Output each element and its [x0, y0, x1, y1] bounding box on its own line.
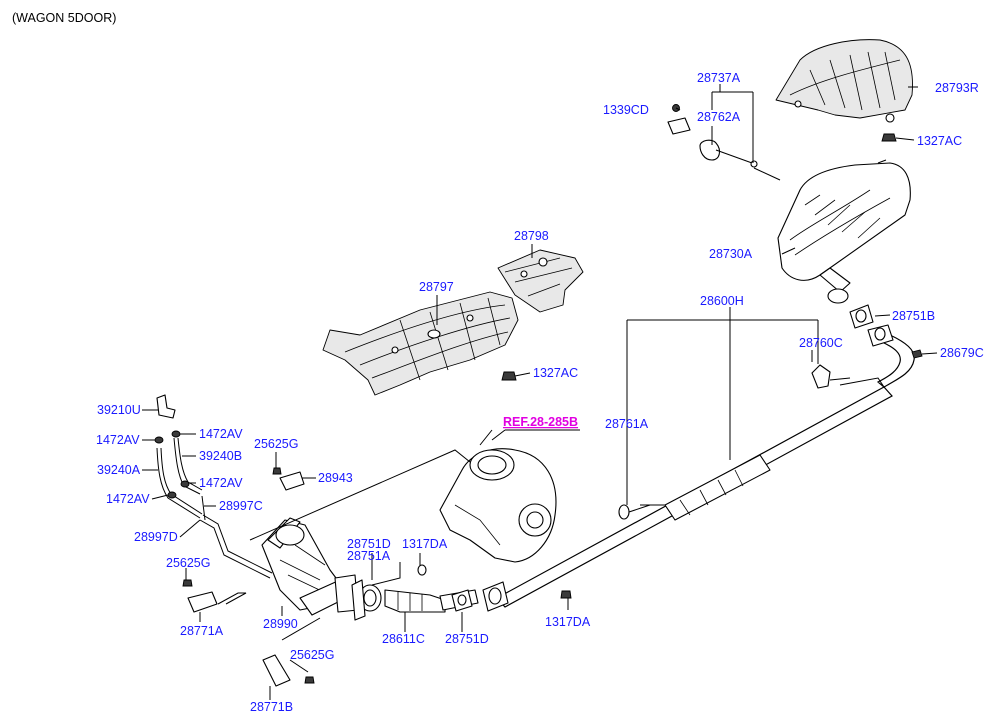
label-ref-28-285B[interactable]: REF.28-285B: [503, 415, 578, 429]
nut-1317DA-rear[interactable]: [560, 590, 572, 599]
label-1317DA-1[interactable]: 1317DA: [402, 537, 448, 551]
label-28797[interactable]: 28797: [419, 280, 454, 294]
label-28730A[interactable]: 28730A: [709, 247, 753, 261]
label-1327AC-mid[interactable]: 1327AC: [533, 366, 578, 380]
bolt-25625G-3[interactable]: [304, 676, 315, 684]
label-28760C[interactable]: 28760C: [799, 336, 843, 350]
bolt-1327AC-top[interactable]: [881, 133, 897, 142]
hanger-bracket[interactable]: [667, 117, 781, 181]
bolt-25625G-2[interactable]: [182, 579, 193, 587]
label-28751D-2[interactable]: 28751D: [445, 632, 489, 646]
label-25625G-3[interactable]: 25625G: [290, 648, 334, 662]
label-28737A[interactable]: 28737A: [697, 71, 741, 85]
label-39210U[interactable]: 39210U: [97, 403, 141, 417]
gasket-28751B[interactable]: [849, 304, 874, 329]
rear-muffler[interactable]: [777, 159, 911, 304]
sensor-pipe-28997D[interactable]: [199, 514, 273, 579]
nut-1317DA-front[interactable]: [417, 564, 427, 576]
muffler-heat-shield[interactable]: [775, 39, 913, 123]
main-exhaust-pipe[interactable]: [496, 334, 915, 608]
label-28611C[interactable]: 28611C: [382, 632, 425, 646]
label-28943[interactable]: 28943: [318, 471, 353, 485]
label-28771A[interactable]: 28771A: [180, 624, 224, 638]
label-28798[interactable]: 28798: [514, 229, 549, 243]
label-39240A[interactable]: 39240A: [97, 463, 141, 477]
clamps-1472AV[interactable]: [154, 430, 190, 499]
label-28997C[interactable]: 28997C: [219, 499, 263, 513]
gasket-28751D-front[interactable]: [351, 579, 366, 621]
variant-caption: (WAGON 5DOOR): [12, 11, 116, 25]
label-1472AV-3[interactable]: 1472AV: [199, 476, 243, 490]
rubber-hanger-28761A[interactable]: [618, 504, 651, 520]
label-28751D-1[interactable]: 28751D: [347, 537, 391, 551]
label-1317DA-2[interactable]: 1317DA: [545, 615, 591, 629]
heat-shield-28797[interactable]: [322, 291, 519, 396]
sensor-pipe-28997C[interactable]: [201, 495, 206, 521]
bolt-1327AC-mid[interactable]: [501, 371, 517, 381]
rear-flange-28679C[interactable]: [867, 324, 923, 359]
label-28990[interactable]: 28990: [263, 617, 298, 631]
label-28793R[interactable]: 28793R: [935, 81, 979, 95]
label-28761A[interactable]: 28761A: [605, 417, 649, 431]
catalytic-converter[interactable]: [261, 517, 359, 616]
main-pipe-front-flange[interactable]: [482, 581, 509, 612]
bolt-25625G-1[interactable]: [272, 467, 282, 475]
heat-shield-28798[interactable]: [497, 249, 584, 313]
turbocharger-ref-assembly[interactable]: [439, 429, 557, 563]
rubber-hanger-28760C[interactable]: [811, 364, 851, 389]
label-28600H[interactable]: 28600H: [700, 294, 744, 308]
label-1339CD[interactable]: 1339CD: [603, 103, 649, 117]
label-1327AC-top[interactable]: 1327AC: [917, 134, 962, 148]
label-25625G-2[interactable]: 25625G: [166, 556, 210, 570]
bracket-28943[interactable]: [279, 471, 305, 491]
pressure-sensor-39210U[interactable]: [156, 394, 176, 419]
label-28679C[interactable]: 28679C: [940, 346, 984, 360]
label-28751B[interactable]: 28751B: [892, 309, 935, 323]
label-1472AV-2[interactable]: 1472AV: [199, 427, 243, 441]
label-39240B[interactable]: 39240B: [199, 449, 242, 463]
gasket-28751D-rear[interactable]: [451, 589, 473, 612]
label-28751A[interactable]: 28751A: [347, 549, 391, 563]
bracket-28771A[interactable]: [187, 591, 218, 613]
label-1472AV-1[interactable]: 1472AV: [96, 433, 140, 447]
bracket-28771B[interactable]: [262, 654, 291, 687]
label-25625G-1[interactable]: 25625G: [254, 437, 298, 451]
label-28771B[interactable]: 28771B: [250, 700, 293, 714]
label-1472AV-4[interactable]: 1472AV: [106, 492, 150, 506]
label-28762A[interactable]: 28762A: [697, 110, 741, 124]
leader-lines: [142, 84, 938, 700]
label-28997D[interactable]: 28997D: [134, 530, 178, 544]
